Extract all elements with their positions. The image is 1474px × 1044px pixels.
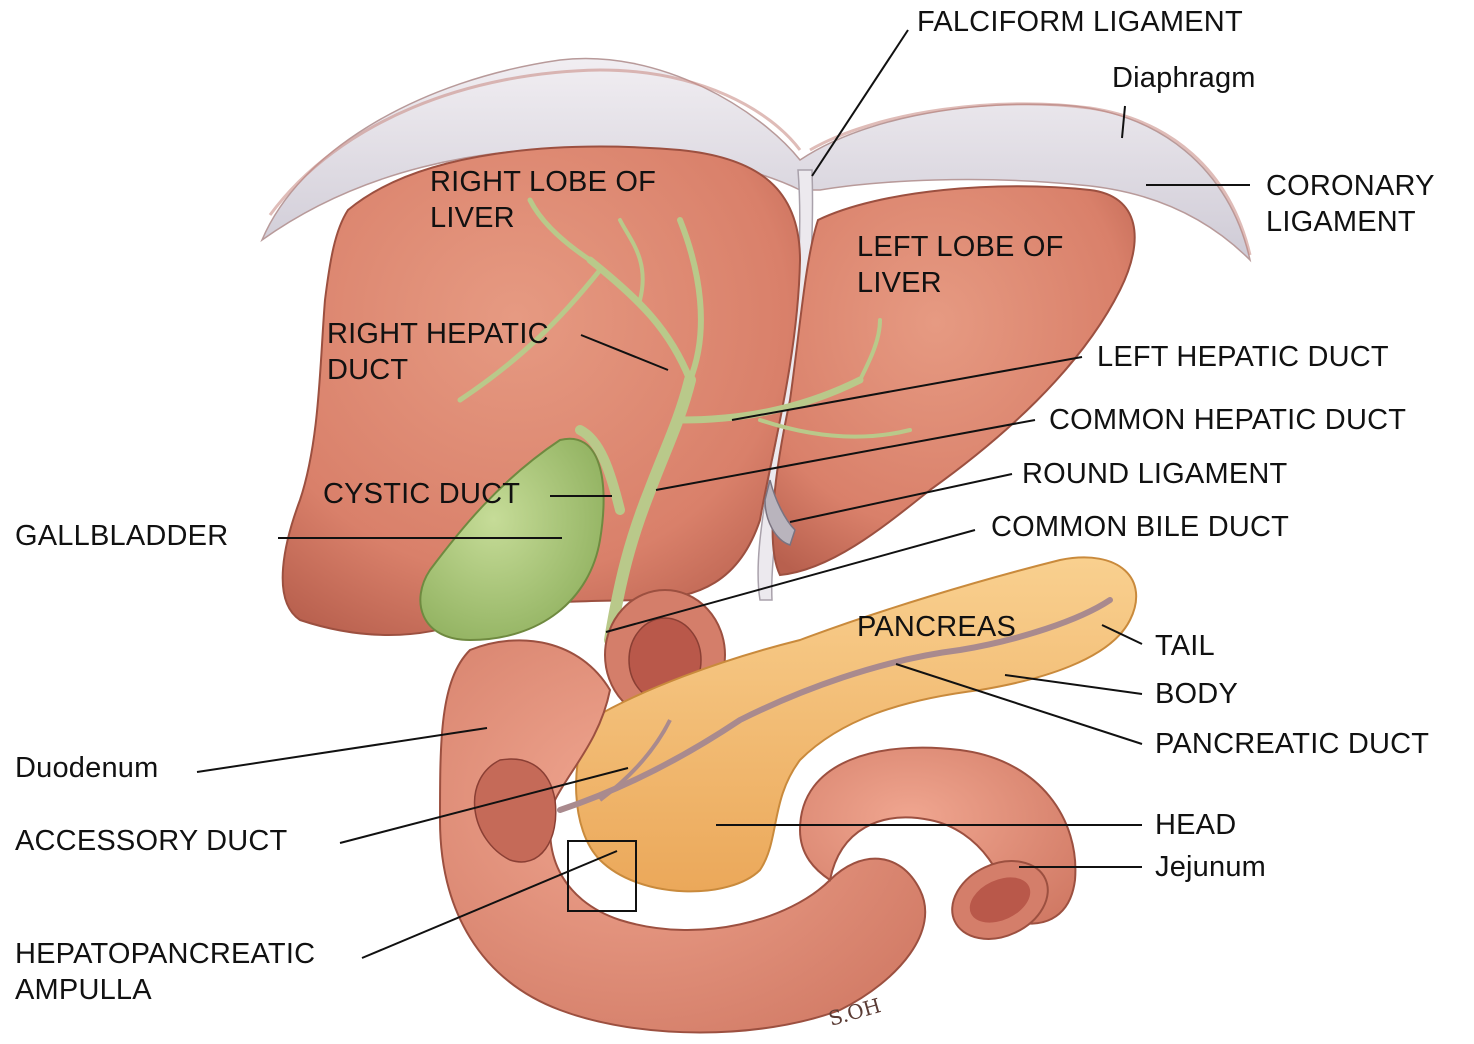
label-pancreas: PANCREAS (857, 609, 1016, 645)
label-right-hepatic-line-2: DUCT (327, 352, 549, 388)
label-left-lobe: LEFT LOBE OF LIVER (857, 229, 1064, 301)
label-coronary-line-1: CORONARY (1266, 168, 1435, 204)
label-head: HEAD (1155, 807, 1236, 843)
label-falciform-ligament: FALCIFORM LIGAMENT (917, 4, 1243, 40)
label-body: BODY (1155, 676, 1238, 712)
label-hepatopancreatic-ampulla: HEPATOPANCREATIC AMPULLA (15, 936, 315, 1008)
label-common-bile-duct: COMMON BILE DUCT (991, 509, 1289, 545)
label-cystic-duct: CYSTIC DUCT (323, 476, 520, 512)
label-jejunum: Jejunum (1155, 849, 1266, 885)
label-right-hepatic-line-1: RIGHT HEPATIC (327, 316, 549, 352)
label-gallbladder: GALLBLADDER (15, 518, 228, 554)
label-coronary-line-2: LIGAMENT (1266, 204, 1435, 240)
label-coronary-ligament: CORONARY LIGAMENT (1266, 168, 1435, 240)
label-duodenum: Duodenum (15, 750, 158, 786)
label-tail: TAIL (1155, 628, 1215, 664)
label-right-hepatic-duct: RIGHT HEPATIC DUCT (327, 316, 549, 388)
label-diaphragm: Diaphragm (1112, 60, 1256, 96)
label-left-lobe-line-1: LEFT LOBE OF (857, 229, 1064, 265)
label-common-hepatic-duct: COMMON HEPATIC DUCT (1049, 402, 1406, 438)
label-right-lobe: RIGHT LOBE OF LIVER (430, 164, 656, 236)
label-round-ligament: ROUND LIGAMENT (1022, 456, 1287, 492)
label-pancreatic-duct: PANCREATIC DUCT (1155, 726, 1429, 762)
label-ampulla-line-2: AMPULLA (15, 972, 315, 1008)
label-accessory-duct: ACCESSORY DUCT (15, 823, 287, 859)
label-left-lobe-line-2: LIVER (857, 265, 1064, 301)
label-right-lobe-line-2: LIVER (430, 200, 656, 236)
label-left-hepatic-duct: LEFT HEPATIC DUCT (1097, 339, 1389, 375)
label-right-lobe-line-1: RIGHT LOBE OF (430, 164, 656, 200)
label-ampulla-line-1: HEPATOPANCREATIC (15, 936, 315, 972)
